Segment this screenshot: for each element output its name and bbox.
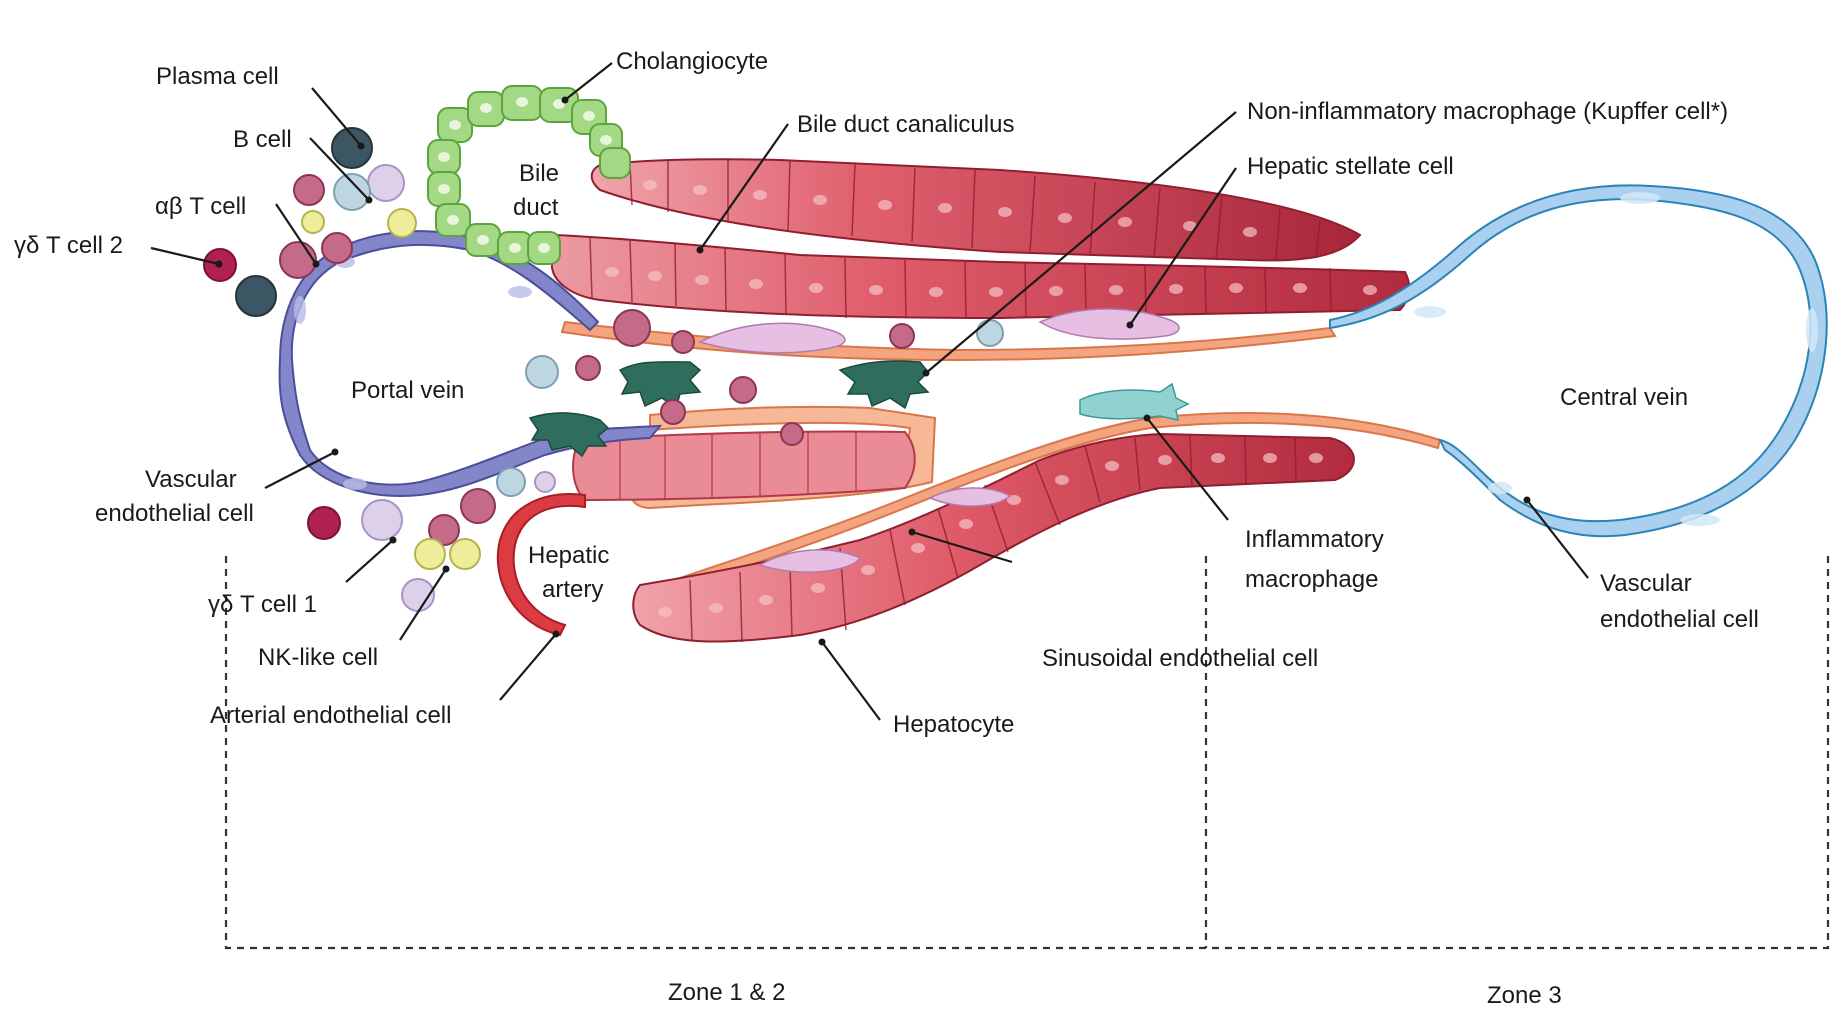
label-gd-t-cell-2: γδ T cell 2 — [14, 232, 123, 259]
bile-duct-ring — [427, 85, 631, 265]
zone-brackets — [224, 556, 1830, 950]
label-plasma-cell: Plasma cell — [156, 63, 279, 90]
kupffer-cells — [528, 360, 930, 458]
label-central-vein: Central vein — [1560, 384, 1688, 411]
label-bile-duct-2: duct — [513, 194, 559, 221]
label-bile-duct-canaliculus: Bile duct canaliculus — [797, 111, 1014, 138]
label-nk-like-cell: NK-like cell — [258, 644, 378, 671]
label-kupffer-cell: Non-inflammatory macrophage (Kupffer cel… — [1247, 98, 1728, 125]
label-zone-3: Zone 3 — [1487, 982, 1562, 1009]
label-b-cell: B cell — [233, 126, 292, 153]
label-ab-t-cell: αβ T cell — [155, 193, 246, 220]
hepatocyte-plate-middle — [550, 233, 1411, 320]
label-cholangiocyte: Cholangiocyte — [616, 48, 768, 75]
label-sinusoidal-endothelial-cell: Sinusoidal endothelial cell — [1042, 645, 1318, 672]
label-inflammatory-macrophage-2: macrophage — [1245, 566, 1378, 593]
label-zone-1-2: Zone 1 & 2 — [668, 979, 785, 1006]
labels: Plasma cell B cell αβ T cell γδ T cell 2… — [14, 48, 1759, 1009]
label-vascular-endo-left-1: Vascular — [145, 466, 237, 493]
leader-lines — [150, 62, 1589, 721]
label-portal-vein: Portal vein — [351, 377, 464, 404]
label-vascular-endo-left-2: endothelial cell — [95, 500, 254, 527]
hepatic-stellate-cells — [697, 308, 1180, 573]
label-vascular-endo-right-2: endothelial cell — [1600, 606, 1759, 633]
label-hepatic-artery-2: artery — [542, 576, 603, 603]
hepatocyte-plate-short — [572, 430, 916, 502]
label-bile-duct-1: Bile — [519, 160, 559, 187]
label-vascular-endo-right-1: Vascular — [1600, 570, 1692, 597]
hepatocyte-plate-lower — [632, 432, 1355, 643]
label-hepatic-stellate-cell: Hepatic stellate cell — [1247, 153, 1454, 180]
inflammatory-macrophage — [1079, 382, 1190, 421]
label-hepatic-artery-1: Hepatic — [528, 542, 609, 569]
label-inflammatory-macrophage-1: Inflammatory — [1245, 526, 1384, 553]
immune-cells — [203, 127, 1004, 612]
central-vein — [1329, 184, 1828, 538]
label-arterial-endothelial-cell: Arterial endothelial cell — [210, 702, 451, 729]
hepatocyte-plate-top — [590, 158, 1362, 262]
hepatic-artery — [496, 493, 586, 637]
label-gd-t-cell-1: γδ T cell 1 — [208, 591, 317, 618]
label-hepatocyte: Hepatocyte — [893, 711, 1014, 738]
